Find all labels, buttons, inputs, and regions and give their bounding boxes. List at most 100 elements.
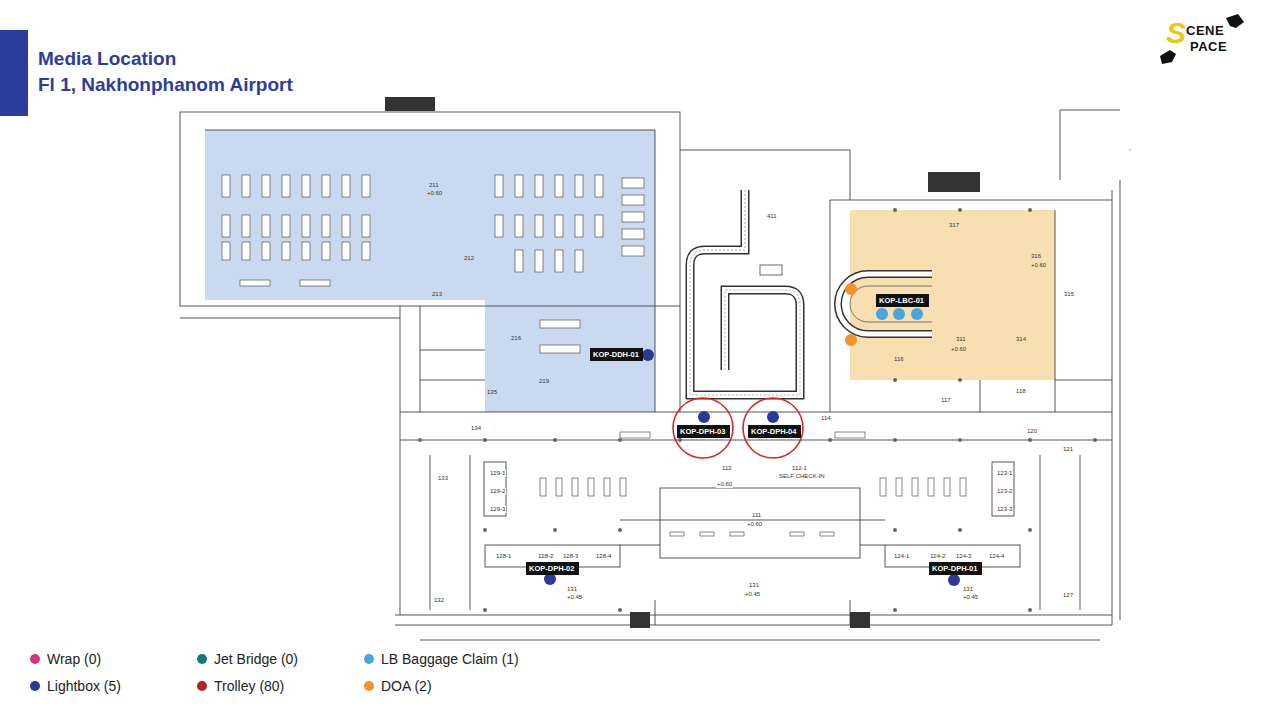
check-in-counter — [896, 478, 902, 496]
structural-column — [483, 438, 487, 442]
baggage-rack — [555, 215, 563, 237]
baggage-rack — [342, 242, 350, 260]
structural-column — [418, 438, 422, 442]
building-wall — [830, 200, 1112, 201]
structural-column — [958, 208, 962, 212]
structural-column — [828, 438, 832, 442]
check-in-counter — [670, 532, 684, 536]
logo-hand — [1160, 50, 1176, 64]
doa-marker — [845, 283, 857, 346]
check-in-counter — [790, 532, 804, 536]
building-wall — [860, 545, 885, 546]
structural-column — [893, 438, 897, 442]
room-label: 112-1 — [791, 465, 808, 472]
room-label: +0.60 — [426, 190, 443, 197]
building-wall — [830, 200, 831, 412]
baggage-rack — [495, 175, 503, 197]
room-label: 123-2 — [996, 488, 1013, 495]
room-label: 114 — [820, 415, 832, 422]
structural-column — [483, 528, 487, 532]
check-in-counter — [835, 432, 865, 438]
location-code: KOP-DDH-01 — [593, 350, 640, 359]
baggage-rack — [622, 212, 644, 222]
legend-text: Lightbox (5) — [47, 678, 121, 694]
check-in-counter — [700, 532, 714, 536]
baggage-rack — [322, 215, 330, 237]
title-bar — [0, 30, 28, 116]
dark-block — [385, 97, 980, 628]
legend-swatch — [197, 681, 207, 691]
structural-column — [893, 378, 897, 382]
room-label: 131 — [962, 586, 974, 593]
check-in-counter — [556, 478, 562, 496]
baggage-conveyor — [690, 190, 932, 395]
check-in-counter — [820, 532, 834, 536]
baggage-rack — [362, 215, 370, 237]
baggage-conveyor — [838, 274, 932, 334]
structural-column — [553, 528, 557, 532]
dark-block — [928, 172, 980, 192]
room-label: 128-3 — [562, 553, 579, 560]
building-wall — [1112, 190, 1113, 625]
baggage-rack — [242, 242, 250, 260]
legend-swatch — [30, 654, 40, 664]
room-label: 131 — [748, 582, 760, 589]
baggage-rack — [515, 215, 523, 237]
logo-text: CENE — [1186, 24, 1224, 38]
room-label: 124-1 — [893, 553, 910, 560]
baggage-rack — [595, 215, 603, 237]
baggage-rack — [300, 280, 330, 286]
legend-item: Jet Bridge (0) — [197, 651, 298, 667]
legend-swatch — [364, 654, 374, 664]
room-label: 128-1 — [495, 553, 512, 560]
building-wall — [395, 615, 1112, 616]
baggage-rack — [535, 250, 543, 272]
baggage-rack — [240, 280, 270, 286]
trolley-highlight — [743, 398, 803, 458]
page-title: Media Location — [38, 48, 176, 70]
room-label: 124-3 — [955, 553, 972, 560]
dark-block — [385, 97, 435, 111]
building-wall — [400, 420, 401, 615]
room-label: 315 — [1063, 291, 1075, 298]
location-code: KOP-DPH-04 — [751, 427, 798, 436]
structural-column — [553, 438, 557, 442]
baggage-rack — [540, 345, 580, 353]
room-label: 212 — [463, 255, 475, 262]
media-location-tag: KOP-LBC-01 — [876, 294, 929, 307]
check-in-counter — [604, 478, 610, 496]
room-label: 411 — [766, 213, 778, 220]
title-bar — [0, 30, 28, 116]
building-wall — [1055, 210, 1056, 412]
room-label: 135 — [486, 389, 498, 396]
baggage-rack — [222, 215, 230, 237]
location-code: KOP-DPH-03 — [680, 427, 727, 436]
media-location-tag: KOP-DPH-03 — [677, 425, 730, 438]
building-wall — [420, 306, 421, 412]
structural-column — [483, 608, 487, 612]
baggage-conveyor — [690, 190, 800, 395]
structural-column — [1093, 438, 1097, 442]
room-label: 132 — [433, 597, 445, 604]
legend-text: LB Baggage Claim (1) — [381, 651, 519, 667]
room-label: SELF CHECK-IN — [778, 473, 826, 480]
building-wall — [1040, 455, 1041, 610]
baggage-rack — [302, 215, 310, 237]
baggage-rack — [222, 175, 230, 197]
building-wall — [1120, 180, 1121, 620]
check-in-counter — [928, 478, 934, 496]
legend-text: Trolley (80) — [214, 678, 284, 694]
baggage-rack — [242, 215, 250, 237]
structural-column — [618, 528, 622, 532]
check-in-counter — [944, 478, 950, 496]
building-wall — [1080, 455, 1081, 610]
building-wall — [420, 640, 1100, 641]
zone-fill — [850, 210, 1055, 380]
building-wall — [400, 412, 1112, 413]
baggage-rack — [535, 215, 543, 237]
room-label: 129-2 — [489, 488, 506, 495]
legend-item: DOA (2) — [364, 678, 432, 694]
check-in-counter — [960, 478, 966, 496]
media-location-tag: KOP-DPH-04 — [748, 425, 801, 438]
room-label: 111 — [751, 512, 762, 519]
